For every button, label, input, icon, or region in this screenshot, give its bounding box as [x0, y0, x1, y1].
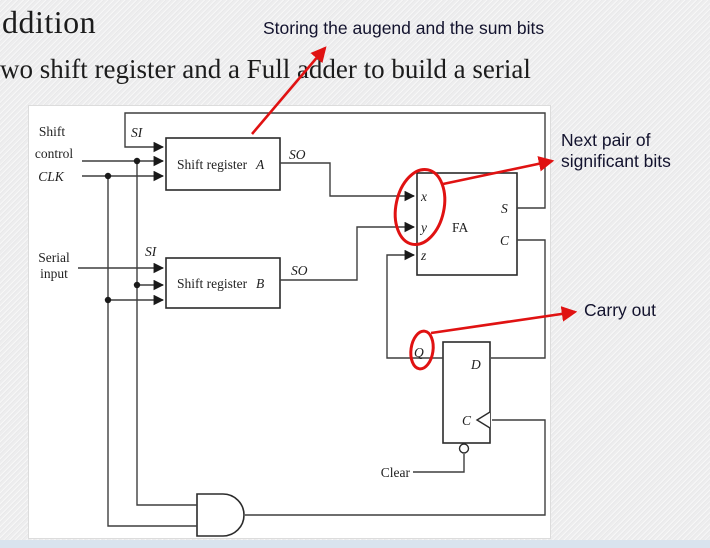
label-register-b-letter: B [256, 276, 264, 291]
label-fa-x: x [420, 189, 427, 204]
wire-so-b-to-fa-y [280, 221, 416, 281]
red-arrow-carry-out-icon [430, 306, 578, 335]
red-arrow-next-pair-icon [442, 156, 555, 186]
label-fa: FA [452, 220, 469, 235]
slide-title-fragment: ddition [2, 4, 97, 40]
label-ff-q: Q [414, 345, 424, 360]
slide-bottom-strip [0, 540, 710, 548]
wire-fa-c-to-ff-d [491, 239, 546, 359]
label-register-a-letter: A [255, 157, 265, 172]
shift-register-a-box [165, 137, 281, 191]
annotation-carry-out: Carry out [584, 300, 656, 320]
junction-dot-clk-a [104, 172, 112, 180]
d-flipflop-box [442, 341, 491, 444]
label-so-b: SO [291, 263, 308, 278]
and-gate [196, 493, 245, 537]
label-si-b: SI [145, 244, 158, 259]
wire-sum-feedback-to-si-a [124, 112, 546, 209]
shift-register-b-box [165, 257, 281, 309]
red-ellipse-xy-inputs [393, 167, 447, 247]
label-serial: Serial [38, 250, 70, 265]
junction-dot-shift-control-a [133, 157, 141, 165]
label-shift-register-b: Shift register [177, 276, 248, 291]
annotation-next-pair-line1: Next pair of [561, 130, 651, 150]
label-ff-d: D [470, 357, 481, 372]
wire-shift-control-vertical-to-and [136, 161, 197, 506]
label-input: input [40, 266, 68, 281]
label-si-a: SI [131, 125, 144, 140]
label-so-a: SO [289, 147, 306, 162]
body-sentence: wo shift register and a Full adder to bu… [0, 54, 531, 84]
label-fa-s: S [501, 201, 508, 216]
junction-dot-clk-b [104, 296, 112, 304]
annotation-next-pair-line2: significant bits [561, 151, 671, 171]
label-fa-z: z [420, 248, 427, 263]
wire-clear-to-ff [413, 454, 465, 473]
wire-clk-vertical-to-and [107, 176, 197, 527]
label-shift: Shift [39, 124, 66, 139]
label-fa-c: C [500, 233, 510, 248]
label-control: control [35, 146, 73, 161]
wire-so-a-to-fa-x [280, 162, 416, 202]
wire-q-to-fa-z [386, 249, 443, 359]
full-adder-box [416, 172, 518, 276]
label-ff-c: C [462, 413, 472, 428]
clock-wedge-icon [475, 411, 491, 429]
clear-inversion-bubble-icon [458, 443, 470, 454]
label-clk: CLK [38, 169, 65, 184]
label-fa-y: y [419, 220, 427, 235]
annotation-storing: Storing the augend and the sum bits [263, 18, 545, 38]
junction-dot-shift-control-b [133, 281, 141, 289]
label-clear: Clear [381, 465, 411, 480]
red-ellipse-q-output [409, 329, 435, 371]
annotation-next-pair: Next pair of significant bits [561, 130, 671, 172]
label-shift-register-a: Shift register [177, 157, 248, 172]
red-arrow-storing-icon [251, 46, 327, 135]
wire-and-output-to-ff-clock [245, 419, 546, 516]
